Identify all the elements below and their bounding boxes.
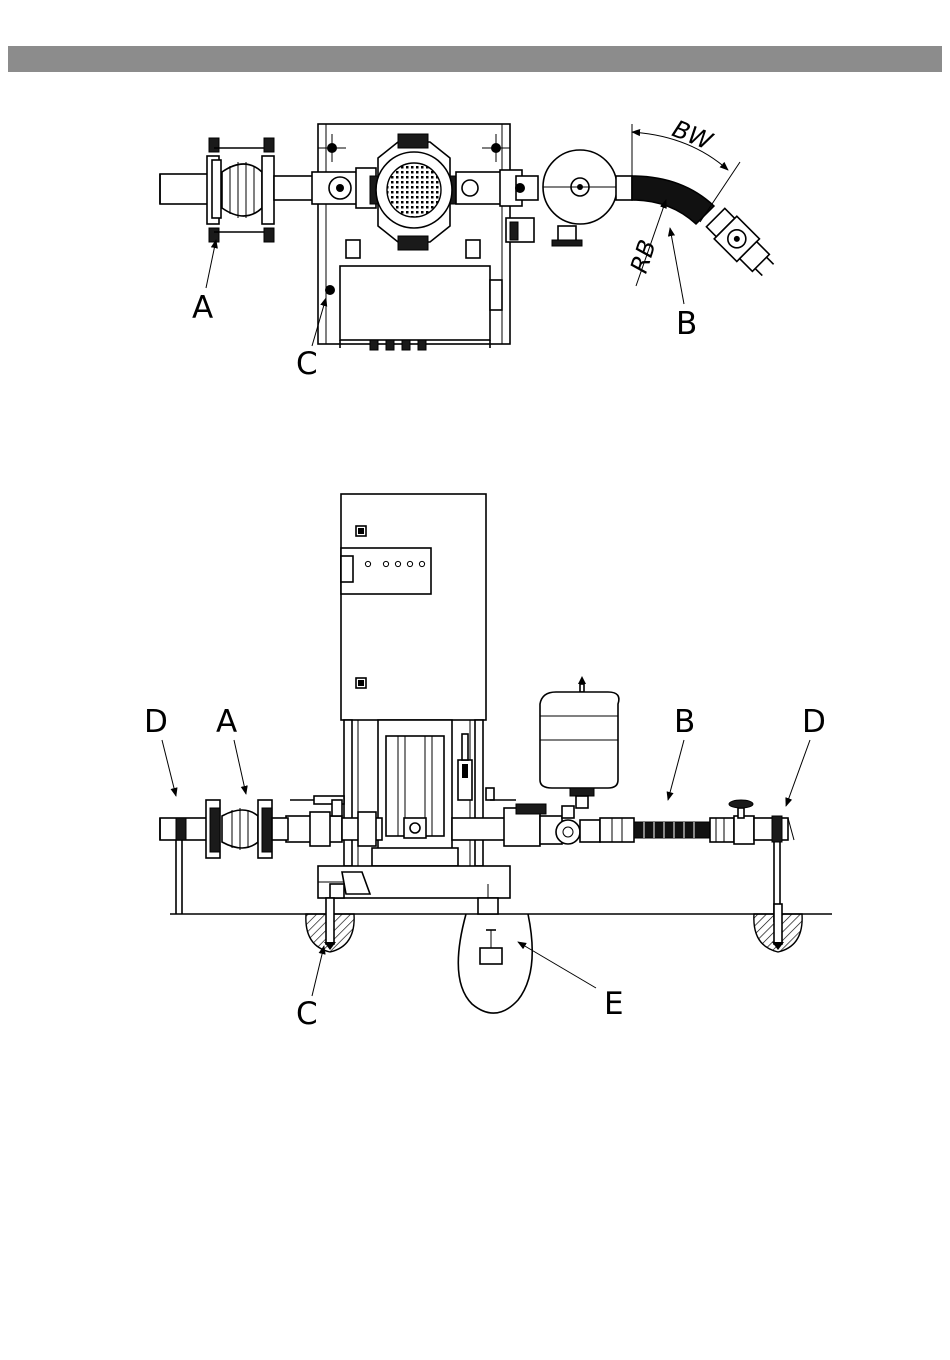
top-suction-valve (312, 168, 376, 208)
callout-c-top: C (296, 346, 318, 382)
top-inlet-pipe (160, 174, 212, 204)
side-base-plate (318, 866, 510, 914)
callout-b-side: B (674, 704, 695, 740)
side-flexible-hose-b (634, 822, 710, 838)
leader-c-side (312, 946, 324, 996)
top-suction-pipe (274, 176, 314, 200)
callout-a-top: A (192, 290, 213, 326)
leader-a-top (206, 240, 216, 288)
callout-a-side: A (216, 704, 237, 740)
side-foundation-right (754, 904, 802, 952)
callout-e: E (604, 986, 624, 1022)
top-view: BW RB A B C (160, 115, 779, 382)
side-pressure-vessel (540, 676, 619, 808)
bend-radius-label: RB (625, 236, 662, 276)
side-hose-fitting-left (600, 818, 634, 842)
side-view: D A B D C E (144, 494, 832, 1032)
side-detail-e (458, 914, 532, 1013)
dimension-bend-radius: RB (625, 200, 666, 286)
callout-d-left: D (144, 704, 168, 740)
top-discharge-valve (456, 170, 538, 206)
leader-d-right (786, 740, 810, 806)
side-pump-body (372, 720, 472, 866)
side-compensator-a (206, 800, 288, 858)
callout-b-top: B (676, 306, 697, 342)
side-foundation-left (306, 898, 354, 952)
leader-a-side (234, 740, 246, 794)
top-hose-fitting (616, 176, 632, 200)
leader-d-left (162, 740, 176, 796)
callout-c-side: C (296, 996, 318, 1032)
leader-b-top (670, 228, 684, 304)
top-compensator-a (207, 138, 274, 242)
top-hose-end-valve (704, 206, 779, 281)
side-pipe-support-d-left (176, 818, 186, 914)
top-flexible-hose-b (632, 176, 714, 224)
leader-e (518, 942, 596, 988)
side-control-cabinet (341, 494, 486, 720)
callout-d-right: D (802, 704, 826, 740)
leader-b-side (668, 740, 684, 800)
bend-angle-label: BW (668, 115, 717, 156)
